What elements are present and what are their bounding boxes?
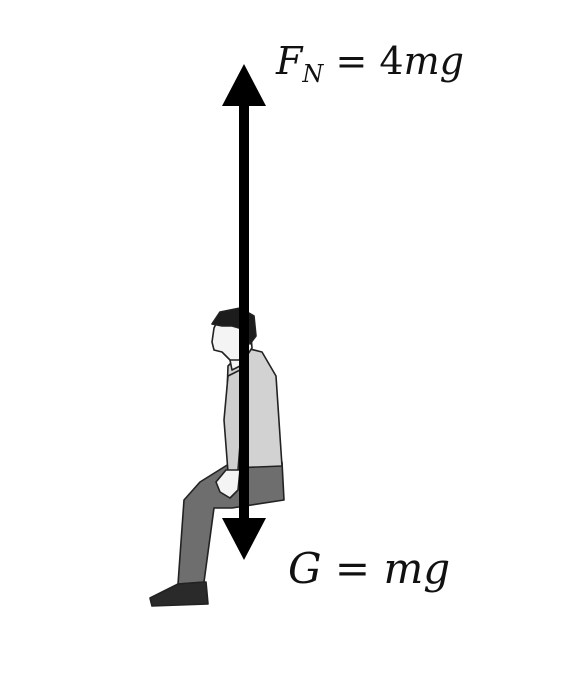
seated-person-icon xyxy=(149,307,285,607)
normal-force-coefficient: 4 xyxy=(379,39,404,83)
weight-arrowhead xyxy=(222,518,266,560)
normal-force-expression: mg xyxy=(403,39,464,83)
normal-force-subscript: N xyxy=(302,60,324,88)
normal-force-symbol: F xyxy=(276,39,303,83)
weight-symbol: G xyxy=(288,544,322,593)
pants xyxy=(177,461,285,585)
weight-label: G = mg xyxy=(288,548,450,590)
weight-expression: mg xyxy=(383,544,451,593)
normal-force-equals: = xyxy=(323,39,380,83)
normal-force-label: FN = 4mg xyxy=(276,42,464,86)
weight-equals: = xyxy=(321,544,384,593)
arrow-shaft xyxy=(239,100,249,520)
shoe xyxy=(149,581,209,607)
normal-force-arrowhead xyxy=(222,64,266,106)
force-arrow xyxy=(222,64,266,560)
